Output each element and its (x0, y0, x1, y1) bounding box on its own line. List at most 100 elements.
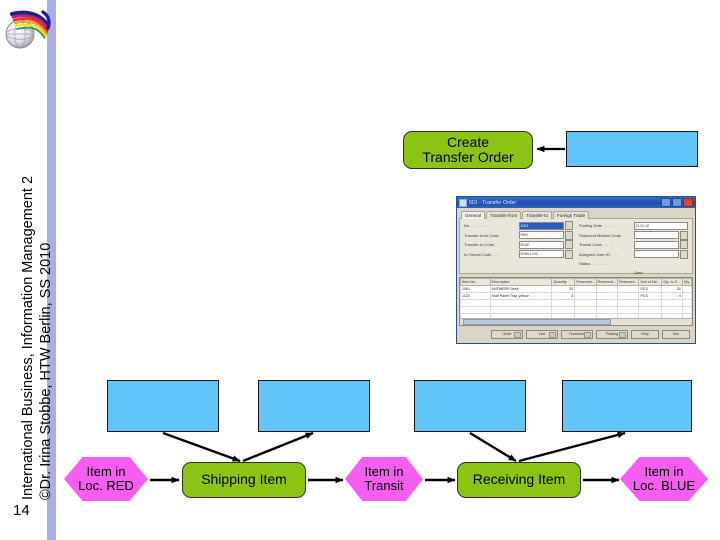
field-in-transit-code[interactable]: In-Transit Code . . . . OWN LOG. (464, 249, 573, 259)
lookup-button[interactable] (680, 230, 688, 240)
minimize-icon[interactable] (661, 198, 671, 207)
field-shipment-method-code[interactable]: Shipment Method Code . (579, 230, 688, 240)
lookup-button[interactable] (680, 240, 688, 249)
field-transfer-from-code[interactable]: Transfer-from Code . . RED (464, 230, 573, 240)
close-icon[interactable] (683, 198, 693, 207)
button-functions[interactable]: Functions (561, 329, 593, 339)
state-item-in-loc-blue[interactable]: Item in Loc. BLUE (620, 457, 708, 501)
activity-shipping-item[interactable]: Shipping Item (182, 462, 306, 498)
chevron-down-icon[interactable] (619, 331, 626, 338)
button-label: Help (641, 332, 649, 336)
state-item-in-loc-red[interactable]: Item in Loc. RED (64, 457, 148, 501)
callout-2[interactable] (258, 380, 370, 432)
col-reserved-1: Reserved... (574, 277, 597, 286)
lookup-button[interactable] (565, 221, 573, 230)
cell-item-no: 1120 (460, 291, 491, 300)
chevron-down-icon[interactable] (514, 331, 521, 338)
table-row[interactable] (460, 298, 692, 307)
process-create-transfer-order[interactable]: Create Transfer Order (403, 131, 533, 169)
cell-reserved-3 (617, 291, 640, 300)
field-label: Assigned User ID . . . (579, 251, 617, 257)
activity-receiving-item[interactable]: Receiving Item (457, 462, 581, 498)
field-input[interactable] (633, 250, 679, 258)
button-help[interactable]: Help (631, 329, 659, 339)
button-line[interactable]: Line (526, 329, 558, 339)
lookup-button[interactable] (565, 230, 573, 240)
lookup-button[interactable] (680, 249, 688, 259)
cell-qty (681, 284, 692, 293)
col-qty: Qty (681, 277, 692, 286)
field-label: Transit Code . . . . . (579, 242, 613, 247)
field-label: Transfer-from Code . . (464, 232, 504, 238)
field-label: In-Transit Code . . . . (464, 251, 501, 257)
callout-create-transfer-order[interactable] (566, 131, 698, 167)
erp-fields-right: Posting Date . . . . . 21.01.10 Shipment… (579, 221, 688, 275)
lookup-button[interactable] (565, 249, 573, 259)
cell-description: ANTWERP Desk (489, 284, 553, 293)
cell-qty-to-ship: 4 (661, 291, 683, 300)
tab-general[interactable]: General (461, 211, 486, 219)
field-input[interactable]: 1001 (518, 221, 564, 230)
field-input[interactable]: OWN LOG. (518, 250, 564, 258)
field-label: No. . . . . . . . . . . (464, 223, 493, 228)
chevron-down-icon[interactable] (549, 331, 556, 338)
erp-general-panel: No. . . . . . . . . . . 1001 Transfer-fr… (459, 218, 693, 275)
arrow-callout1-to-shipping (162, 431, 241, 463)
callout-3[interactable] (414, 380, 526, 432)
sidebar-copyright: ©Dr. Irina Stobbe, HTW Berlin, SS 2010 (38, 242, 54, 500)
button-label: Line (538, 332, 546, 336)
field-input[interactable]: BLUE (518, 240, 564, 249)
cell-qty-to-ship: 20 (661, 284, 683, 293)
callout-4[interactable] (562, 380, 692, 432)
col-item-no: Item No. (460, 277, 491, 286)
button-esc[interactable]: Esc (662, 329, 690, 339)
field-posting-date[interactable]: Posting Date . . . . . 21.01.10 (579, 221, 688, 230)
field-input[interactable] (633, 240, 679, 249)
button-label: Functions (569, 332, 585, 336)
callout-1[interactable] (107, 380, 219, 432)
sidebar-accent-bar (47, 0, 56, 540)
erp-title-bar: 001 - Transfer Order (457, 197, 695, 208)
field-transit-code[interactable]: Transit Code . . . . . (579, 240, 688, 249)
table-row[interactable]: 1120 Side Panel Tray, yellow 4 PCS 4 (460, 291, 692, 300)
cell-reserved-1 (574, 291, 597, 300)
field-value: RED (520, 233, 528, 237)
chevron-down-icon[interactable] (584, 331, 591, 338)
field-input[interactable]: RED (518, 231, 564, 239)
field-value: BLUE (520, 242, 530, 247)
table-row[interactable]: 1001 ANTWERP Desk 20 PCS 20 (460, 284, 692, 293)
htw-globe-logo (2, 4, 52, 56)
field-value: 21.01.10 (635, 223, 650, 228)
lookup-button[interactable] (565, 240, 573, 249)
horizontal-scrollbar[interactable] (460, 317, 692, 325)
field-no[interactable]: No. . . . . . . . . . . 1001 (464, 221, 573, 230)
button-order[interactable]: Order (491, 329, 523, 339)
field-transfer-to-code[interactable]: Transfer-to Code . . . BLUE (464, 240, 573, 249)
cell-reserved-2 (595, 284, 619, 293)
field-input[interactable]: 21.01.10 (633, 221, 688, 230)
erp-fields-left: No. . . . . . . . . . . 1001 Transfer-fr… (464, 221, 573, 270)
button-label: Esc (673, 332, 679, 336)
sidebar-course-title: International Business, Information Mana… (20, 175, 36, 500)
window-controls[interactable] (661, 198, 693, 207)
window-icon (459, 198, 467, 207)
col-qty-to-ship: Qty. to S... (661, 277, 683, 286)
cell-description: Side Panel Tray, yellow (489, 291, 553, 300)
tab-transfer-to[interactable]: Transfer-to (522, 211, 552, 219)
erp-lines-grid[interactable]: Item No. Description Quantity Reserved..… (459, 276, 693, 326)
tab-foreign-trade[interactable]: Foreign Trade (552, 211, 589, 219)
button-label: Posting (606, 332, 618, 336)
scrollbar-thumb[interactable] (463, 318, 612, 325)
tab-transfer-from[interactable]: Transfer-from (486, 211, 522, 219)
button-posting[interactable]: Posting (596, 329, 628, 339)
field-assigned-user-id[interactable]: Assigned User ID . . . (579, 249, 688, 259)
maximize-icon[interactable] (672, 198, 682, 207)
state-item-in-transit[interactable]: Item in Transit (345, 457, 423, 501)
col-unit-of-measure: Unit of Me... (638, 277, 663, 286)
cell-item-no: 1001 (460, 284, 491, 293)
table-row[interactable] (460, 305, 692, 314)
erp-button-row[interactable]: Order Line Functions Posting Help (459, 329, 693, 339)
erp-tab-strip[interactable]: General Transfer-from Transfer-to Foreig… (461, 211, 693, 219)
field-input[interactable] (633, 231, 679, 239)
